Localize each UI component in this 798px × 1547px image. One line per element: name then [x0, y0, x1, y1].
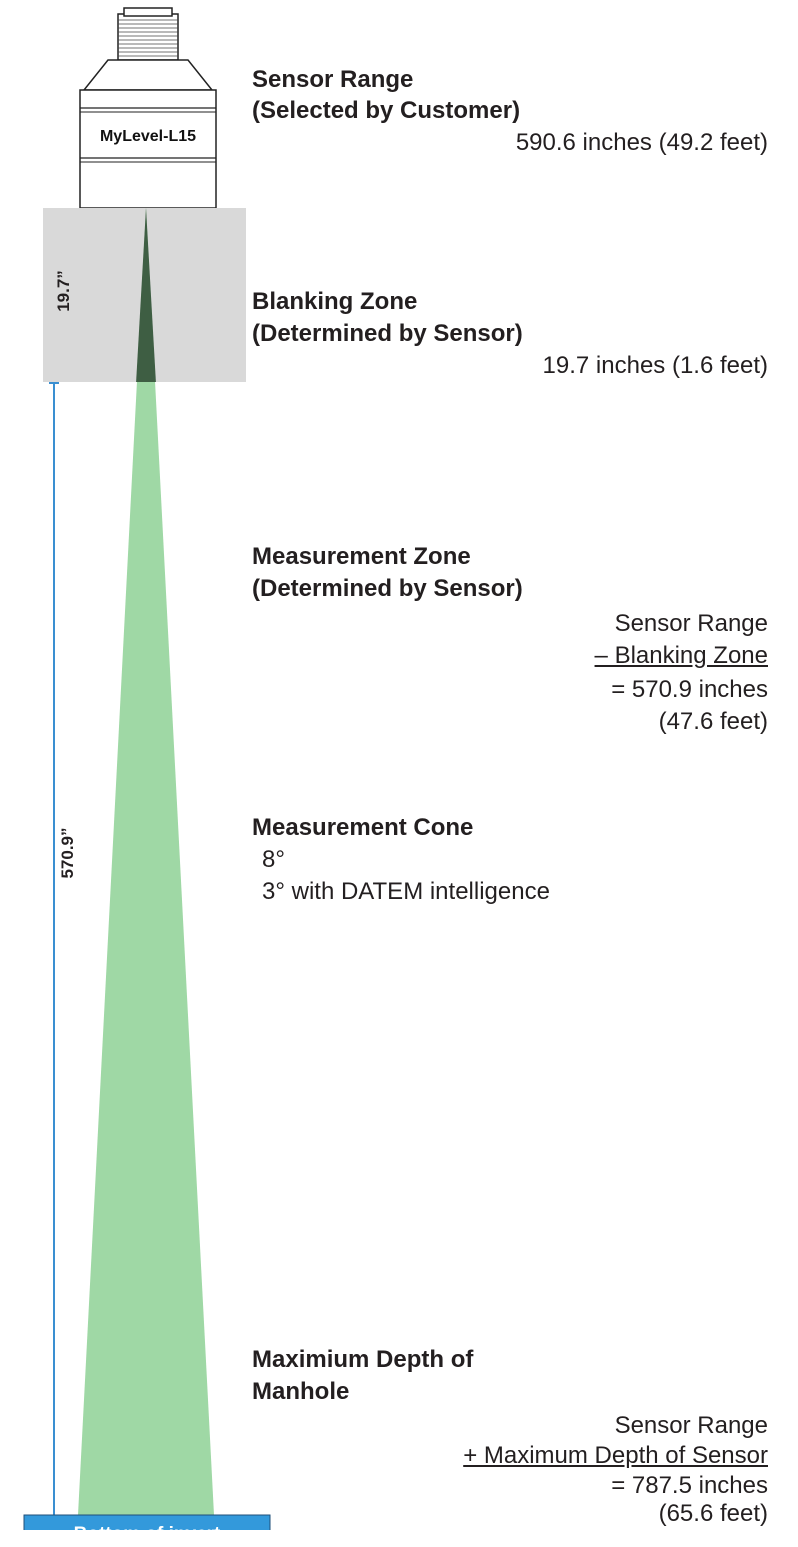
blanking-zone-title: Blanking Zone [252, 288, 418, 315]
measurement-zone-line4: (47.6 feet) [658, 708, 768, 735]
max-depth-line4: (65.6 feet) [658, 1500, 768, 1527]
blanking-zone-subtitle: (Determined by Sensor) [252, 320, 523, 347]
measurement-cone-blanking-part [136, 208, 156, 382]
measurement-cone [78, 208, 214, 1515]
sensor-thread [117, 13, 179, 61]
bottom-of-invert-label: Bottom of invert [73, 1524, 221, 1545]
measurement-cone-title: Measurement Cone [252, 814, 474, 841]
bottom-of-invert [23, 1514, 271, 1530]
max-depth-line1: Sensor Range [614, 1412, 768, 1439]
measurement-zone-subtitle: (Determined by Sensor) [252, 575, 523, 602]
measurement-cone-line1: 8° [262, 846, 285, 873]
measurement-zone-title: Measurement Zone [252, 543, 471, 570]
sensor-body [79, 89, 217, 209]
sensor-brand-label: MyLevel-L15 [100, 128, 196, 145]
dimension-line [49, 382, 59, 1515]
max-depth-title-line2: Manhole [252, 1378, 350, 1405]
measurement-zone-line2: – Blanking Zone [594, 642, 768, 669]
blanking-zone-value: 19.7 inches (1.6 feet) [542, 352, 768, 379]
sensor-device: MyLevel-L15 [79, 7, 217, 209]
max-depth-title-line1: Maximium Depth of [252, 1346, 474, 1373]
max-depth-line2: + Maximum Depth of Sensor [463, 1442, 768, 1469]
measurement-dimension-label: 570.9” [58, 827, 77, 879]
max-depth-line3: = 787.5 inches [611, 1472, 768, 1499]
measurement-zone-line3: = 570.9 inches [611, 676, 768, 703]
measurement-cone-line2: 3° with DATEM intelligence [262, 878, 550, 905]
sensor-range-title: Sensor Range [252, 66, 414, 93]
blanking-dimension-label: 19.7” [54, 270, 73, 312]
measurement-zone-line1: Sensor Range [614, 610, 768, 637]
sensor-range-subtitle: (Selected by Customer) [252, 97, 521, 124]
sensor-range-value: 590.6 inches (49.2 feet) [515, 129, 768, 156]
